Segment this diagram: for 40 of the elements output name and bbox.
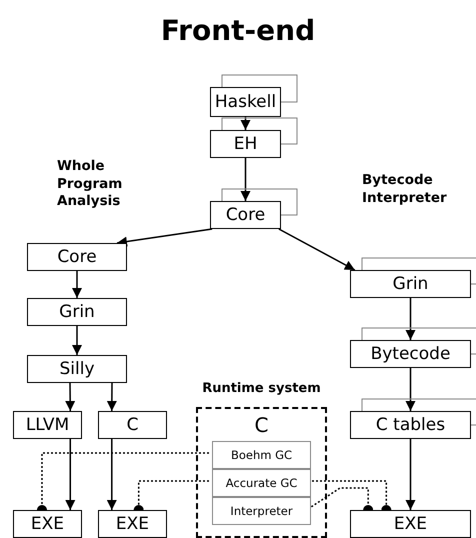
component-cell: Boehm GC: [212, 441, 311, 469]
arrow: [65, 383, 76, 411]
process-box: Core: [27, 243, 127, 271]
process-box: LLVM: [13, 411, 82, 439]
arrow: [65, 439, 76, 510]
group-heading: Runtime system: [201, 381, 322, 396]
process-box: Grin: [27, 298, 127, 326]
loop-line: [222, 118, 298, 144]
loop-line: [362, 258, 476, 284]
arrow: [72, 326, 82, 355]
process-box: Silly: [27, 355, 127, 383]
arrow: [406, 368, 416, 411]
arrow: [106, 439, 117, 510]
diagram-title: Front-end: [160, 14, 316, 47]
process-box: EXE: [13, 510, 82, 538]
section-heading: Bytecode Interpreter: [362, 172, 448, 208]
process-box: EH: [210, 130, 281, 158]
process-box: Grin: [350, 270, 471, 298]
loop-line: [362, 328, 476, 354]
process-box: Bytecode: [350, 340, 471, 368]
arrow: [406, 439, 416, 510]
process-box: EXE: [98, 510, 167, 538]
arrow: [72, 271, 82, 298]
arrow: [278, 228, 356, 271]
arrow: [240, 158, 250, 201]
process-box: EXE: [350, 510, 471, 538]
loop-line: [222, 74, 298, 102]
loop-line: [362, 398, 476, 426]
loop-line: [222, 188, 298, 216]
group-label: C: [254, 413, 268, 437]
process-box: C: [98, 411, 167, 439]
arrow: [106, 383, 117, 411]
component-cell: Interpreter: [212, 497, 311, 525]
section-heading: Whole Program Analysis: [57, 158, 124, 211]
process-box: Haskell: [210, 87, 281, 117]
process-box: C tables: [350, 411, 471, 439]
process-box: Core: [210, 201, 281, 229]
arrow: [406, 298, 416, 340]
arrow: [240, 117, 250, 130]
component-cell: Accurate GC: [212, 469, 311, 497]
